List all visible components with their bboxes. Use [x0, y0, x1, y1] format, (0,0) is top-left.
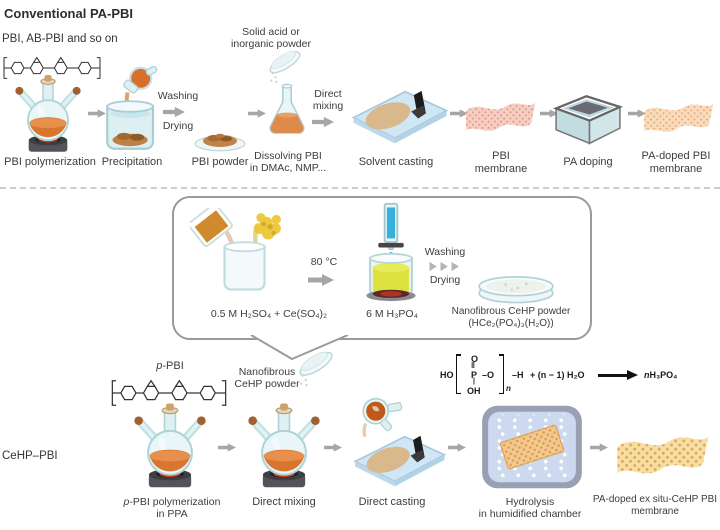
arrow-icon [448, 442, 466, 453]
equation-single-bond: | [473, 378, 475, 385]
hydrolysis-equation: HO O ‖ P | OH –O n –H + (n − 1) H₂O nH₃P… [440, 354, 690, 400]
reaction-arrow-icon [598, 370, 638, 379]
arrow-icon [590, 442, 608, 453]
equation-left-bracket [456, 354, 462, 394]
polymer-types-note: PBI, AB-PBI and so on [2, 33, 118, 45]
step-label-final-membrane: PA-doped ex situ-CeHP PBI membrane [592, 494, 718, 517]
arrow-icon [306, 273, 336, 287]
step-label-pbi-polymerization: PBI polymerization [4, 156, 96, 168]
arrow-icon [312, 116, 334, 128]
step-label-precipitation: Precipitation [101, 156, 163, 168]
step-label-hydrolysis: Hydrolysis in humidified chamber [478, 496, 582, 521]
equation-right-bracket [498, 354, 504, 394]
polymerization-flask-icon [6, 70, 90, 156]
equation-plus-water: + (n − 1) H₂O [530, 370, 585, 380]
washing-label: Washing [157, 90, 199, 102]
equation-o-top: O [471, 354, 479, 364]
step-label-pbi-powder: PBI powder [191, 156, 249, 168]
inset-label-h3po4: 6 M H₃PO₄ [366, 308, 418, 320]
step-label-solvent-casting: Solvent casting [358, 156, 434, 168]
step-label-direct-mixing: Direct mixing [252, 496, 316, 508]
nanofibrous-powder-label: Nanofibrous CeHP powder [234, 366, 300, 391]
direct-mixing-flask-icon [240, 398, 328, 492]
section-title-conventional: Conventional PA-PBI [4, 6, 134, 21]
equation-p: P [471, 370, 478, 380]
drying-label: Drying [162, 120, 194, 132]
section-divider [0, 187, 720, 189]
petri-pour-icon [294, 350, 338, 388]
solid-acid-note: Solid acid or inorganic powder [231, 26, 311, 51]
equation-double-bond: ‖ [471, 361, 475, 370]
step-label-direct-casting: Direct casting [358, 496, 426, 508]
pa-doped-cehp-membrane-icon [612, 418, 712, 482]
equation-sub-n: n [506, 384, 511, 393]
inset-label-cehp-powder: Nanofibrous CeHP powder (HCe₂(PO₄)₃(H₂O)… [451, 306, 571, 329]
acid-mixing-beakers-icon [190, 208, 290, 300]
temperature-label: 80 °C [310, 256, 338, 268]
step-label-pa-doping: PA doping [563, 156, 613, 168]
hydrolysis-chamber-icon [478, 404, 586, 490]
drying-label: Drying [429, 274, 461, 286]
equation-oh: OH [467, 386, 481, 396]
pa-doped-membrane-icon [640, 86, 716, 142]
step-label-pbi-membrane: PBI membrane [474, 150, 528, 175]
section-label-cehp-pbi: CeHP–PBI [2, 450, 58, 462]
p-pbi-label: p-PBI [156, 360, 184, 372]
equation-o-chain: –O [482, 370, 495, 380]
washing-label: Washing [424, 246, 466, 258]
arrow-icon [218, 442, 236, 453]
solvent-casting-plate-icon [338, 84, 450, 146]
precipitation-beaker-icon [100, 66, 162, 154]
cehp-powder-dish-icon [472, 270, 560, 306]
step-label-dissolving: Dissolving PBI in DMAc, NMP... [249, 150, 327, 175]
pa-doping-tank-icon [550, 84, 626, 148]
step-label-p-pbi-polymerization: p-PBI polymerization in PPA [123, 496, 221, 521]
inset-label-acid-mix: 0.5 M H₂SO₄ + Ce(SO₄)₂ [210, 308, 328, 320]
pbi-membrane-icon [462, 84, 538, 142]
p-pbi-polymerization-flask-icon [126, 398, 214, 492]
equation-product: nH₃PO₄ [644, 370, 678, 380]
direct-casting-plate-icon [340, 430, 448, 488]
chevron-arrows-icon [426, 261, 466, 272]
equation-ho: HO [440, 370, 454, 380]
arrow-icon [163, 106, 185, 118]
equation-h: –H [512, 370, 524, 380]
step-label-pa-doped-membrane: PA-doped PBI membrane [641, 150, 711, 175]
pbi-powder-dish-icon [192, 120, 248, 153]
callout-tail [250, 335, 349, 360]
direct-mixing-label: Direct mixing [312, 88, 344, 113]
